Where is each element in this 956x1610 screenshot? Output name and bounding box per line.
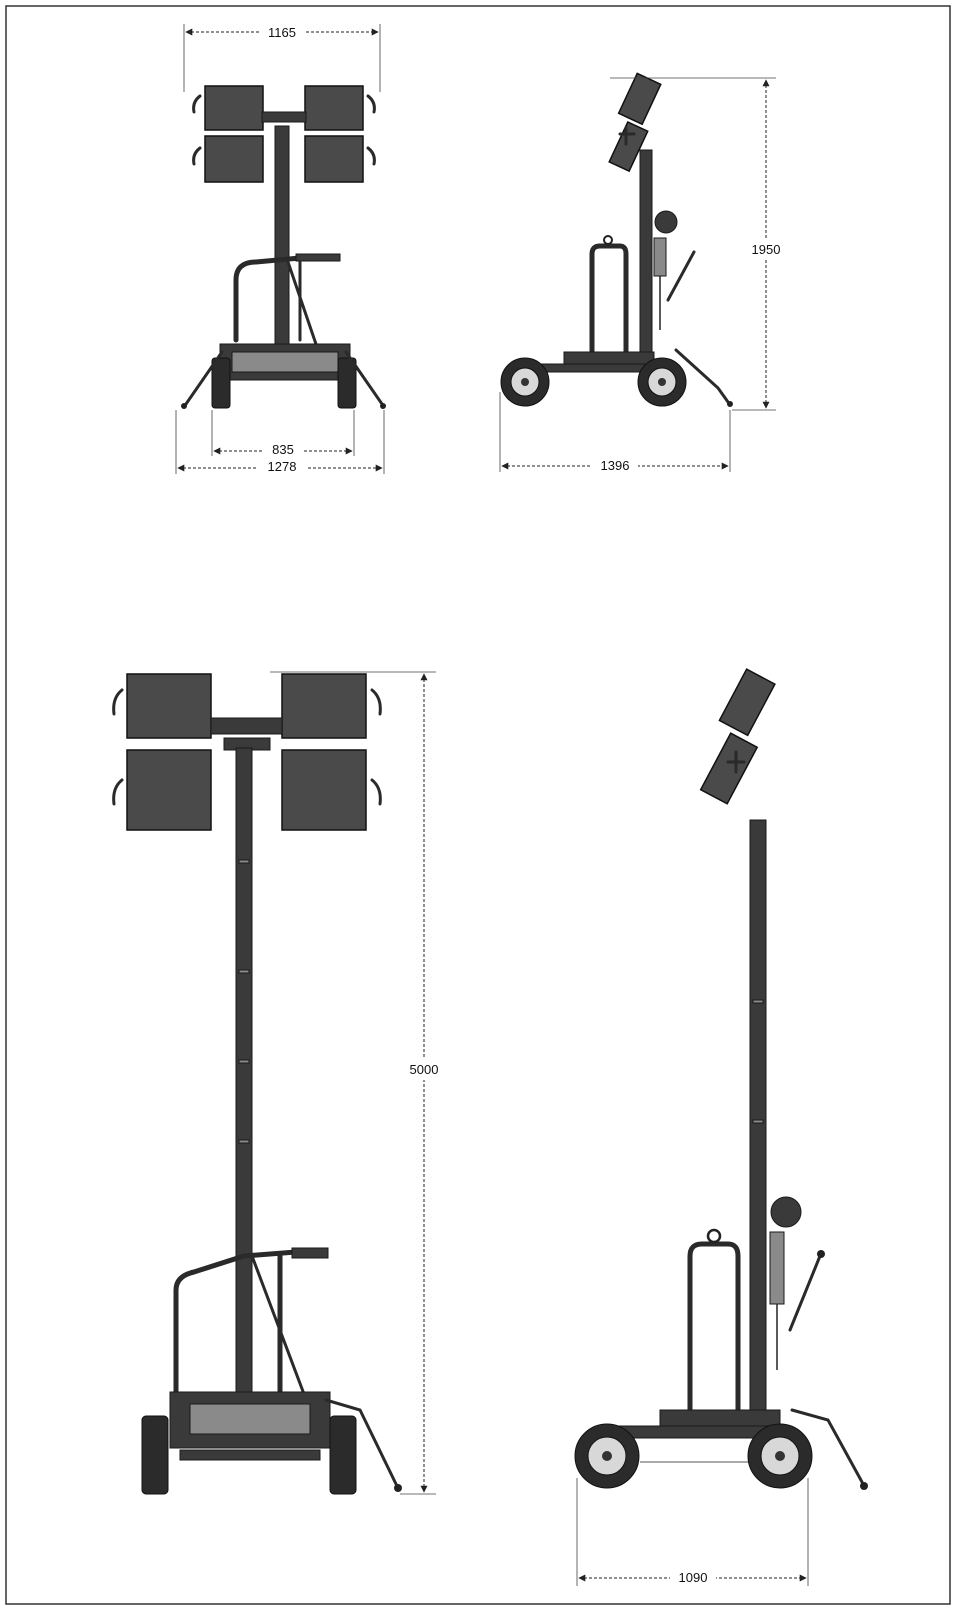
dim-wheelbase: 1090: [679, 1570, 708, 1585]
dim-collapsed-height: 1950: [752, 242, 781, 257]
front-view-collapsed-dimensions: 1165 835 1278: [175, 24, 385, 474]
front-view-collapsed: [181, 85, 386, 409]
side-view-collapsed: [500, 72, 733, 407]
side-view-extended-dimensions: 1090: [576, 1478, 809, 1586]
drawing-border: [5, 5, 951, 1605]
dim-collapsed-length: 1396: [601, 458, 630, 473]
dim-track: 835: [272, 442, 294, 457]
front-view-extended: [112, 673, 402, 1495]
front-view-extended-dimensions: 5000: [270, 671, 448, 1495]
side-view-collapsed-dimensions: 1950 1396: [499, 77, 788, 473]
side-view-extended: [574, 668, 868, 1490]
dim-overall-width: 1278: [268, 459, 297, 474]
dim-lamp-width: 1165: [268, 25, 296, 40]
dim-extended-height: 5000: [410, 1062, 439, 1077]
